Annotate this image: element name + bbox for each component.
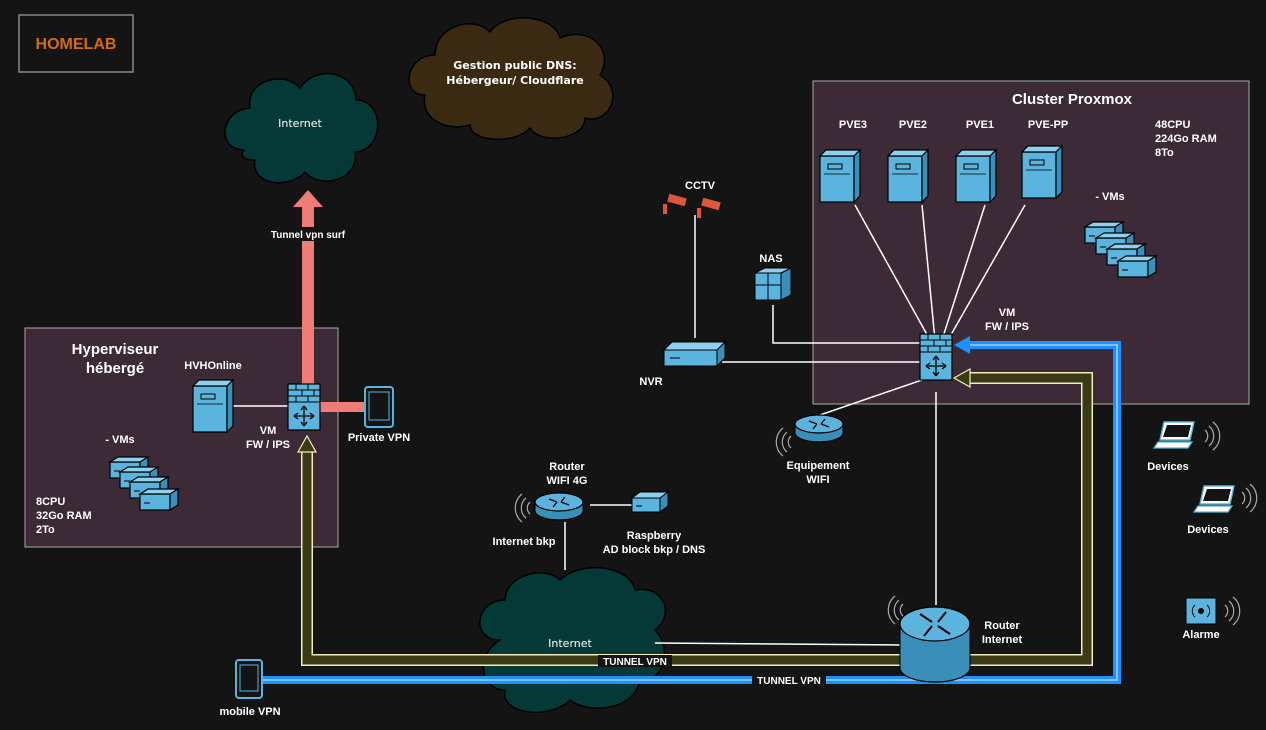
pve1-server-icon[interactable]	[955, 149, 997, 203]
hosted-vms-label: - VMs	[105, 434, 134, 446]
hosted-spec-disk: 2To	[36, 524, 55, 536]
cluster-fw-label-2: FW / IPS	[985, 321, 1029, 333]
nvr-icon[interactable]	[662, 340, 727, 368]
pve3-server-icon[interactable]	[819, 149, 861, 203]
hosted-fw-label-2: FW / IPS	[246, 439, 290, 451]
router-4g-wifi-icon	[514, 493, 531, 523]
hosted-spec-ram: 32Go RAM	[36, 510, 92, 522]
blue-tunnel-core	[262, 344, 1118, 681]
router-4g-label-1: Router	[549, 461, 585, 473]
cluster-vm-icon[interactable]	[1117, 255, 1157, 278]
private-vpn-tablet-icon[interactable]	[364, 386, 394, 428]
mobile-vpn-phone-screen	[239, 664, 259, 692]
cluster-node-label: PVE3	[839, 119, 867, 131]
hosted-vm-icon[interactable]	[139, 488, 179, 511]
mobile-vpn-phone-icon[interactable]	[235, 659, 263, 699]
cluster-proxmox-panel	[812, 80, 1250, 405]
wifi-waves-icon	[775, 427, 792, 457]
router-4g-label-2: WIFI 4G	[547, 475, 588, 487]
page-title: HOMELAB	[36, 36, 117, 53]
olive-tunnel	[302, 373, 1092, 665]
cluster-vms-label: - VMs	[1095, 191, 1124, 203]
cluster-node-label: PVE1	[966, 119, 994, 131]
devices2-label: Devices	[1187, 524, 1229, 536]
surf-tunnel-label: Tunnel vpn surf	[271, 230, 346, 241]
cctv-label: CCTV	[685, 180, 716, 192]
private-vpn-label: Private VPN	[348, 432, 410, 444]
hvh-server-icon[interactable]	[192, 379, 234, 433]
private-vpn-link	[320, 402, 365, 412]
cluster-node-label: PVE-PP	[1028, 119, 1068, 131]
laptop-icon[interactable]	[1153, 421, 1195, 449]
dns-cloud	[408, 17, 614, 140]
surf-tunnel-label-bg	[265, 227, 349, 241]
network-links	[232, 204, 1026, 646]
wifi-equipment-label-1: Equipement	[787, 460, 850, 472]
hosted-hypervisor-panel	[24, 327, 339, 548]
devices1-wifi-icon	[1204, 421, 1221, 451]
raspberry-icon[interactable]	[630, 491, 670, 513]
raspberry-label-2: AD block bkp / DNS	[603, 544, 706, 556]
surf-tunnel-arrow	[293, 190, 323, 207]
hosted-hypervisor-title-1: Hyperviseur	[72, 341, 159, 358]
private-vpn-tablet-screen	[368, 391, 390, 421]
olive-arrow-left	[296, 434, 318, 453]
blue-arrow	[954, 336, 970, 354]
hvh-server-label: HVHOnline	[184, 360, 241, 372]
blue-tunnel-label: TUNNEL VPN	[757, 676, 821, 687]
alarm-icon[interactable]	[1185, 597, 1217, 625]
pve-pp-server-icon[interactable]	[1021, 145, 1063, 199]
internet-bkp-label: Internet bkp	[493, 536, 556, 548]
title-box	[18, 14, 134, 73]
alarm-label: Alarme	[1182, 629, 1219, 641]
olive-tunnel-outline	[301, 372, 1093, 666]
nvr-label: NVR	[639, 376, 662, 388]
wifi-equipment-icon[interactable]	[794, 414, 844, 443]
dns-cloud-line2: Hébergeur/ Cloudflare	[446, 74, 583, 87]
devices2-wifi-icon	[1241, 483, 1258, 513]
hosted-fw-label-1: VM	[260, 425, 277, 437]
raspberry-label-1: Raspberry	[627, 530, 682, 542]
router-internet-label-2: Internet	[982, 634, 1023, 646]
cluster-spec-ram: 224Go RAM	[1155, 133, 1217, 145]
router-internet-label-1: Router	[984, 620, 1020, 632]
surf-tunnel	[302, 205, 314, 385]
devices1-label: Devices	[1147, 461, 1189, 473]
internet-top-label: Internet	[278, 117, 322, 130]
cluster-firewall-icon[interactable]	[919, 333, 953, 381]
dns-cloud-line1: Gestion public DNS:	[453, 59, 576, 72]
cctv-camera-icon[interactable]	[663, 193, 721, 218]
cluster-fw-label-1: VM	[999, 307, 1016, 319]
hosted-hypervisor-title-2: hébergé	[86, 360, 144, 377]
cluster-title: Cluster Proxmox	[1012, 91, 1133, 108]
olive-arrow-right	[952, 367, 971, 389]
internet-top-cloud	[224, 72, 379, 184]
pve2-server-icon[interactable]	[887, 149, 929, 203]
laptop-icon[interactable]	[1193, 485, 1235, 513]
blue-tunnel-label-bg	[752, 674, 826, 686]
nas-label: NAS	[759, 253, 782, 265]
wifi-equipment-label-2: WIFI	[806, 474, 829, 486]
cluster-spec-cpu: 48CPU	[1155, 119, 1191, 131]
internet-bottom-label: Internet	[548, 637, 592, 650]
olive-tunnel-label: TUNNEL VPN	[603, 657, 667, 668]
hosted-firewall-icon[interactable]	[287, 383, 321, 431]
router-internet-icon[interactable]	[899, 606, 971, 683]
router-4g-icon[interactable]	[534, 492, 584, 521]
nas-icon[interactable]	[754, 267, 792, 301]
hosted-spec-cpu: 8CPU	[36, 496, 65, 508]
olive-tunnel-label-bg	[598, 655, 672, 667]
cluster-spec-disk: 8To	[1155, 147, 1174, 159]
mobile-vpn-label: mobile VPN	[219, 706, 280, 718]
alarm-wifi-icon	[1224, 596, 1241, 626]
cluster-node-label: PVE2	[899, 119, 927, 131]
